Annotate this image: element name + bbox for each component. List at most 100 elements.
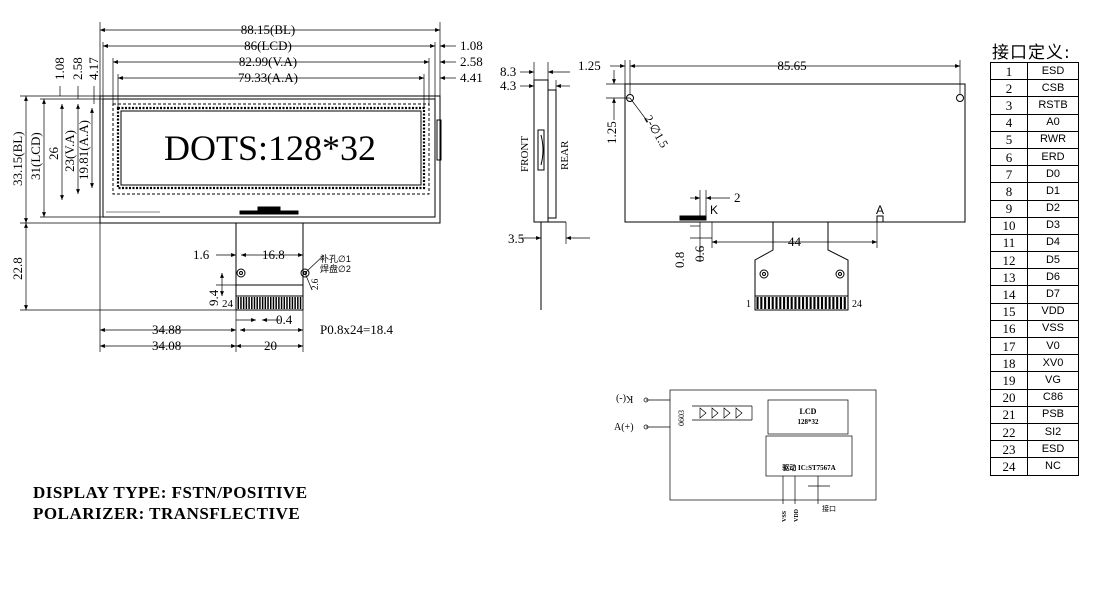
pin-signal: ERD — [1027, 147, 1079, 167]
pin-number: 24 — [990, 457, 1028, 476]
rear-pin-24: 24 — [852, 299, 862, 310]
pin-signal: D6 — [1027, 268, 1079, 287]
dim-fpc-16-8: 16.8 — [262, 247, 285, 262]
pin-number: 23 — [990, 440, 1028, 459]
fpc-pin — [278, 297, 280, 309]
fpc-pin — [297, 297, 299, 309]
pin-number: 17 — [990, 336, 1028, 356]
pin-signal: RSTB — [1027, 96, 1079, 115]
front-labels: 88.15(BL) 86(LCD) 82.99(V.A) 79.33(A.A) … — [10, 22, 483, 353]
circuit-vss: VSS — [782, 510, 788, 522]
fpc-pin — [270, 297, 272, 309]
pin-signal: D5 — [1027, 251, 1079, 270]
active-area — [116, 106, 426, 190]
fpc-pin — [242, 297, 245, 309]
rear-view — [606, 60, 966, 311]
rear-labels: 1.25 85.65 1.25 2-∅1.5 2 K A 0.8 0.6 44 … — [578, 58, 884, 310]
fpc-pin — [802, 297, 805, 309]
label-front: FRONT — [519, 136, 531, 172]
fpc-pin — [264, 297, 267, 309]
fpc-pin — [790, 297, 793, 309]
pin-signal: D3 — [1027, 216, 1079, 235]
fpc-pin — [267, 297, 269, 309]
fpc-pin — [779, 297, 782, 309]
pin-signal: VSS — [1027, 319, 1079, 339]
dim-va-height: 23(V.A) — [62, 130, 77, 172]
fpc-pin — [832, 297, 835, 309]
fpc-pin — [280, 297, 283, 309]
pin-number: 13 — [990, 268, 1028, 287]
pin-number: 22 — [990, 422, 1028, 442]
rear-pin-1: 1 — [746, 299, 751, 310]
circuit-a: A(+) — [614, 422, 634, 433]
dim-rear-1-25-top: 1.25 — [578, 58, 601, 73]
dim-rear-0-6: 0.6 — [692, 245, 707, 262]
pin-number: 12 — [990, 251, 1028, 270]
pin-signal: VDD — [1027, 302, 1079, 321]
dim-rear-0-8: 0.8 — [672, 252, 687, 268]
dim-left-top-1: 1.08 — [52, 57, 67, 80]
fpc-pin — [764, 297, 767, 309]
pin-signal: RWR — [1027, 130, 1079, 149]
fpc-pin — [291, 297, 294, 309]
fpc-pin — [251, 297, 253, 309]
dim-right-2: 2.58 — [460, 54, 483, 69]
pin-table-title: 接口定义: — [992, 43, 1071, 63]
pin-number: 14 — [990, 285, 1028, 304]
dim-bl-height: 33.15(BL) — [10, 131, 25, 186]
dim-bl-width: 88.15(BL) — [241, 22, 296, 37]
pin-signal: CSB — [1027, 79, 1079, 98]
fpc-pin — [813, 297, 816, 309]
fpc-pin — [767, 297, 770, 309]
fpc-pin — [756, 297, 759, 309]
dim-lcd-height: 31(LCD) — [28, 132, 43, 180]
pin-number: 2 — [990, 79, 1028, 98]
pin-number: 20 — [990, 388, 1028, 407]
dim-rear-2: 2 — [734, 190, 741, 205]
pin-number: 8 — [990, 182, 1028, 201]
pin-number: 7 — [990, 165, 1028, 184]
pin-number: 3 — [990, 96, 1028, 115]
pin-number: 16 — [990, 319, 1028, 339]
dim-rear-hole: 2-∅1.5 — [641, 113, 671, 151]
fpc-pin — [294, 297, 296, 309]
dim-34-08: 34.08 — [152, 338, 181, 353]
pin-signal: A0 — [1027, 113, 1079, 132]
circuit-lcd-size: 128*32 — [798, 418, 820, 426]
hole-label-2: 焊盘∅2 — [320, 263, 351, 274]
pin-number: 19 — [990, 371, 1028, 390]
dim-aa-width: 79.33(A.A) — [238, 70, 298, 85]
dim-side-3-5: 3.5 — [508, 231, 524, 246]
pin-number: 9 — [990, 199, 1028, 218]
pin-number: 6 — [990, 147, 1028, 167]
fpc-pin — [240, 297, 242, 309]
fpc-pin — [805, 297, 808, 309]
fpc-pin — [817, 297, 820, 309]
pin-signal: D4 — [1027, 233, 1079, 253]
pin-signal: VG — [1027, 371, 1079, 390]
fpc-pin — [783, 297, 786, 309]
dim-fpc-0-4: 0.4 — [276, 312, 293, 327]
dim-pitch: P0.8x24=18.4 — [320, 322, 394, 337]
circuit-ic: 驱动 IC:ST7567A — [782, 463, 835, 472]
fpc-pin — [256, 297, 258, 309]
